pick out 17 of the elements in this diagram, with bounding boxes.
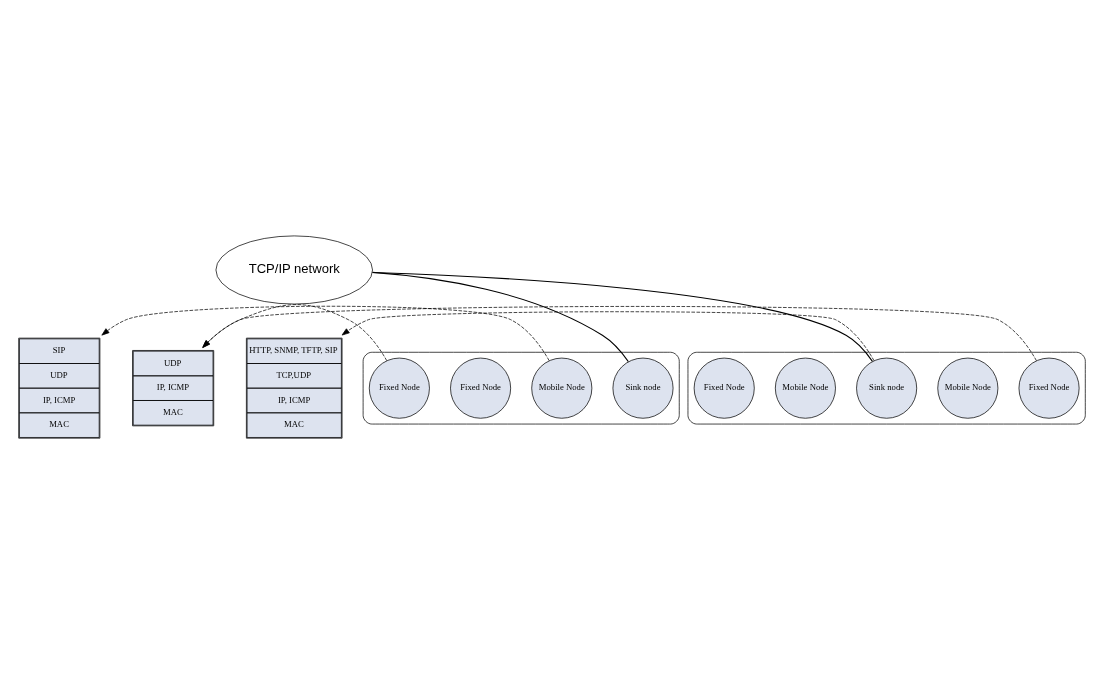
connector	[372, 271, 873, 362]
node-circle: Mobile Node	[774, 357, 836, 419]
node-circle: Fixed Node	[1018, 357, 1080, 419]
cluster	[687, 351, 1086, 425]
arrow	[101, 305, 550, 361]
node-circle: Mobile Node	[531, 357, 593, 419]
arrow	[341, 311, 875, 361]
node-circle: Fixed Node	[450, 357, 512, 419]
arrow	[202, 306, 1037, 361]
cluster	[362, 351, 680, 425]
arrow	[202, 304, 388, 361]
node-circle: Sink node	[856, 357, 918, 419]
node-circle: Sink node	[612, 357, 674, 419]
node-circle: Mobile Node	[937, 357, 999, 419]
node-circle: Fixed Node	[693, 357, 755, 419]
node-ellipse: TCP/IP network	[215, 235, 373, 305]
node-circle: Fixed Node	[368, 357, 430, 419]
